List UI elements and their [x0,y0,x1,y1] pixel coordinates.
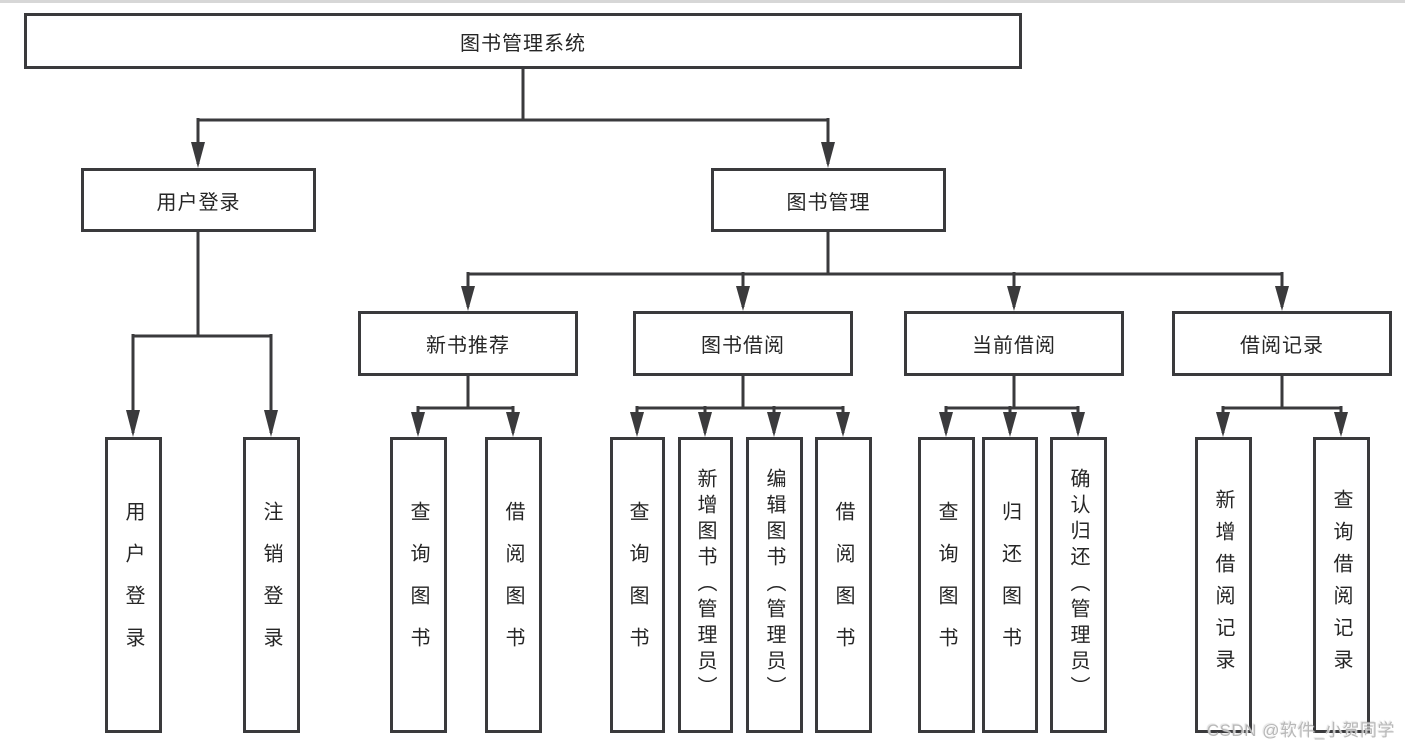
node-current-borrow: 当前借阅 [904,311,1124,376]
node-label: 新书推荐 [426,335,510,357]
node-label: 借阅记录 [1240,335,1324,357]
node-query-borrow-record: 查询借阅记录 [1313,437,1370,733]
node-logout-action: 注销登录 [243,437,300,733]
watermark: CSDN @软件_小贺同学 [1206,721,1395,740]
node-book-management: 图书管理 [711,168,946,232]
top-edge-line [0,0,1405,3]
node-borrow-records: 借阅记录 [1172,311,1392,376]
node-label: 图书管理系统 [460,32,586,55]
node-user-login-action: 用户登录 [105,437,162,733]
node-label: 新增借阅记录 [1212,489,1234,681]
node-label: 用户登录 [156,191,241,214]
node-label: 图书管理 [786,191,871,214]
node-label: 新增图书（管理员） [694,468,716,702]
node-add-books-admin: 新增图书（管理员） [678,437,733,733]
node-user-login: 用户登录 [81,168,316,232]
node-label: 归还图书 [998,501,1021,669]
node-root-system: 图书管理系统 [24,13,1022,69]
node-label: 用户登录 [122,501,144,669]
node-return-books: 归还图书 [982,437,1038,733]
node-query-books-borrow: 查询图书 [610,437,665,733]
node-label: 注销登录 [260,501,282,669]
node-new-book-recommend: 新书推荐 [358,311,578,376]
node-borrow-books-recommend: 借阅图书 [485,437,542,733]
node-label: 当前借阅 [972,335,1056,357]
node-label: 确认归还（管理员） [1067,468,1089,702]
node-label: 图书借阅 [701,335,785,357]
node-label: 借阅图书 [502,501,524,669]
node-borrow-books: 借阅图书 [815,437,872,733]
node-label: 查询图书 [935,501,957,669]
node-label: 查询图书 [626,501,648,669]
node-label: 编辑图书（管理员） [763,468,785,702]
node-label: 查询借阅记录 [1330,489,1352,681]
node-edit-books-admin: 编辑图书（管理员） [746,437,803,733]
node-label: 借阅图书 [832,501,854,669]
node-query-books-current: 查询图书 [918,437,975,733]
node-label: 查询图书 [407,501,429,669]
node-query-books-recommend: 查询图书 [390,437,447,733]
node-confirm-return-admin: 确认归还（管理员） [1050,437,1107,733]
node-book-borrow: 图书借阅 [633,311,853,376]
node-add-borrow-record: 新增借阅记录 [1195,437,1252,733]
